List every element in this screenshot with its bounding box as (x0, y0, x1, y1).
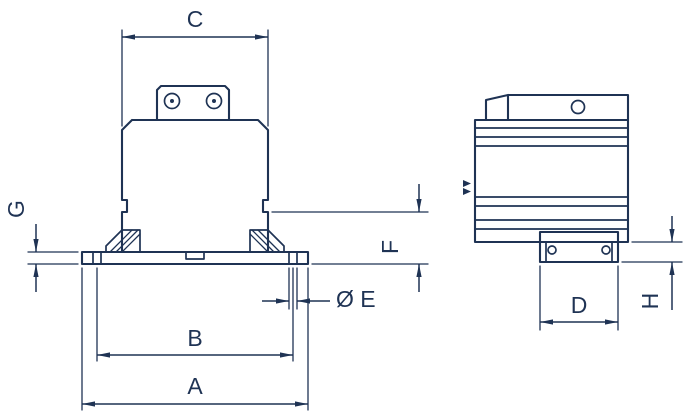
dimension-g: G (3, 200, 79, 292)
foot-screw-left-icon (547, 245, 557, 255)
foot-screw-right-icon (601, 245, 611, 255)
dimension-label-g: G (3, 200, 29, 218)
dimension-label-e: Ø E (336, 286, 376, 312)
side-foot-block (538, 230, 620, 264)
foot-bracket-left (105, 229, 141, 253)
dimension-label-f: F (377, 240, 403, 254)
side-body (473, 118, 630, 244)
body-bottom-tab (185, 251, 205, 260)
extension-lines-d (539, 265, 619, 331)
mounting-block (155, 84, 231, 122)
block-screw-left-icon (163, 92, 181, 110)
bracket-hatch-right (249, 229, 281, 253)
side-edge-marks (463, 180, 471, 195)
foot-bracket-right (249, 229, 285, 253)
bracket-hatch-left (109, 229, 141, 253)
dimension-e: Ø E (262, 267, 376, 312)
dimension-d: D (539, 265, 619, 331)
extension-lines-h (621, 241, 683, 263)
body-profile (120, 118, 270, 254)
block-screw-right-center (212, 99, 216, 103)
block-screw-left-center (170, 99, 174, 103)
extension-lines-a (81, 267, 309, 411)
block-screw-right-icon (205, 92, 223, 110)
side-end-cap (484, 93, 630, 122)
dimension-f: F (271, 184, 429, 292)
plate-holes (92, 251, 298, 265)
dimension-label-d: D (571, 292, 588, 318)
front-view (80, 84, 310, 266)
dimension-label-b: B (187, 325, 202, 351)
dimension-b: B (96, 267, 294, 362)
side-foot-inner-lines (545, 241, 613, 263)
extension-lines-c (121, 29, 269, 127)
extension-lines-g (27, 251, 79, 265)
dimension-c: C (121, 6, 269, 127)
dimension-label-a: A (187, 373, 203, 399)
side-view (463, 93, 630, 264)
side-profile-lines (474, 127, 629, 230)
extension-lines-b (96, 267, 294, 362)
extension-lines-f (271, 211, 429, 265)
cap-hole-icon (570, 99, 586, 115)
foot-plate (80, 250, 310, 266)
dimension-h: H (621, 216, 683, 310)
dimension-a: A (81, 267, 309, 411)
dimension-label-h: H (637, 293, 663, 310)
dimension-label-c: C (187, 6, 204, 32)
